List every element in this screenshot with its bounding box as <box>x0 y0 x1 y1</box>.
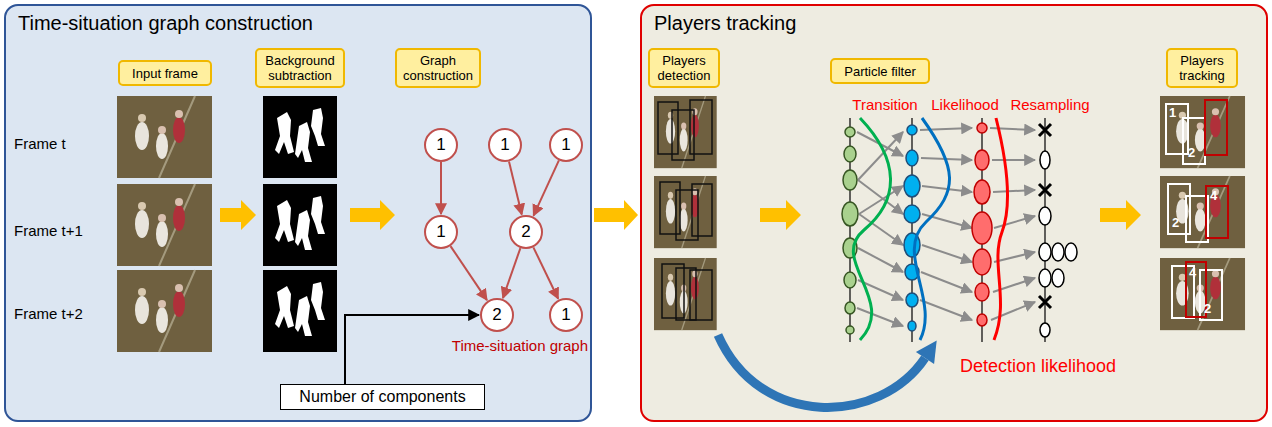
graph-node: 1 <box>424 215 458 249</box>
player-id: 1 <box>1169 106 1176 121</box>
step-label: Transition <box>852 96 917 113</box>
node-text: 1 <box>561 305 570 325</box>
step-tag: Background subtraction <box>255 48 345 88</box>
node-text: 1 <box>561 135 570 155</box>
node-text: Input frame <box>132 66 198 81</box>
row-label: Frame t <box>14 135 66 152</box>
step-tag: Particle filter <box>830 58 930 84</box>
step-tag: Players detection <box>648 48 720 88</box>
row-label: Frame t+2 <box>14 305 83 322</box>
node-text: 1 <box>500 135 509 155</box>
step-label: Resampling <box>1010 96 1089 113</box>
graph-edge <box>534 160 559 215</box>
node-text: Particle filter <box>844 64 916 79</box>
graph-node: 1 <box>549 128 583 162</box>
step-tag: Players tracking <box>1166 48 1238 88</box>
callout-box: Number of components <box>280 384 485 410</box>
node-text: 1 <box>436 222 445 242</box>
player-id: 2 <box>1204 302 1211 317</box>
player-id: 2 <box>1172 216 1179 231</box>
node-text: Background subtraction <box>260 53 340 83</box>
arrow-label: Detection likelihood <box>960 356 1116 377</box>
stage-panel: Players trackingPlayers detectionParticl… <box>640 4 1268 422</box>
graph-edge <box>440 162 442 214</box>
node-text: Number of components <box>299 388 465 406</box>
panel-title: Players tracking <box>654 12 796 35</box>
node-text: 2 <box>521 222 530 242</box>
stage-panel: Time-situation graph constructionInput f… <box>4 4 592 422</box>
graph-edge <box>451 246 487 300</box>
graph-node: 2 <box>509 215 543 249</box>
graph-node: 1 <box>488 128 522 162</box>
row-label: Frame t+1 <box>14 222 83 239</box>
graph-edge <box>509 162 522 215</box>
node-text: 2 <box>492 305 501 325</box>
step-tag: Input frame <box>118 60 212 86</box>
node-text: Players tracking <box>1171 53 1233 83</box>
graph-node: 1 <box>549 298 583 332</box>
player-id: 4 <box>1210 189 1217 204</box>
graph-node: 1 <box>424 128 458 162</box>
step-tag: Graph construction <box>395 48 481 88</box>
step-label: Likelihood <box>931 96 999 113</box>
node-text: Graph construction <box>400 53 476 83</box>
panel-title: Time-situation graph construction <box>18 12 313 35</box>
player-id: 2 <box>1188 146 1195 161</box>
graph-label: Time-situation graph <box>452 337 588 354</box>
node-text: 1 <box>436 135 445 155</box>
node-text: Players detection <box>653 53 715 83</box>
graph-edge <box>503 248 520 298</box>
graph-edge <box>533 247 558 298</box>
graph-node: 2 <box>480 298 514 332</box>
stage-arrow <box>594 200 638 230</box>
player-id: 4 <box>1189 266 1196 281</box>
